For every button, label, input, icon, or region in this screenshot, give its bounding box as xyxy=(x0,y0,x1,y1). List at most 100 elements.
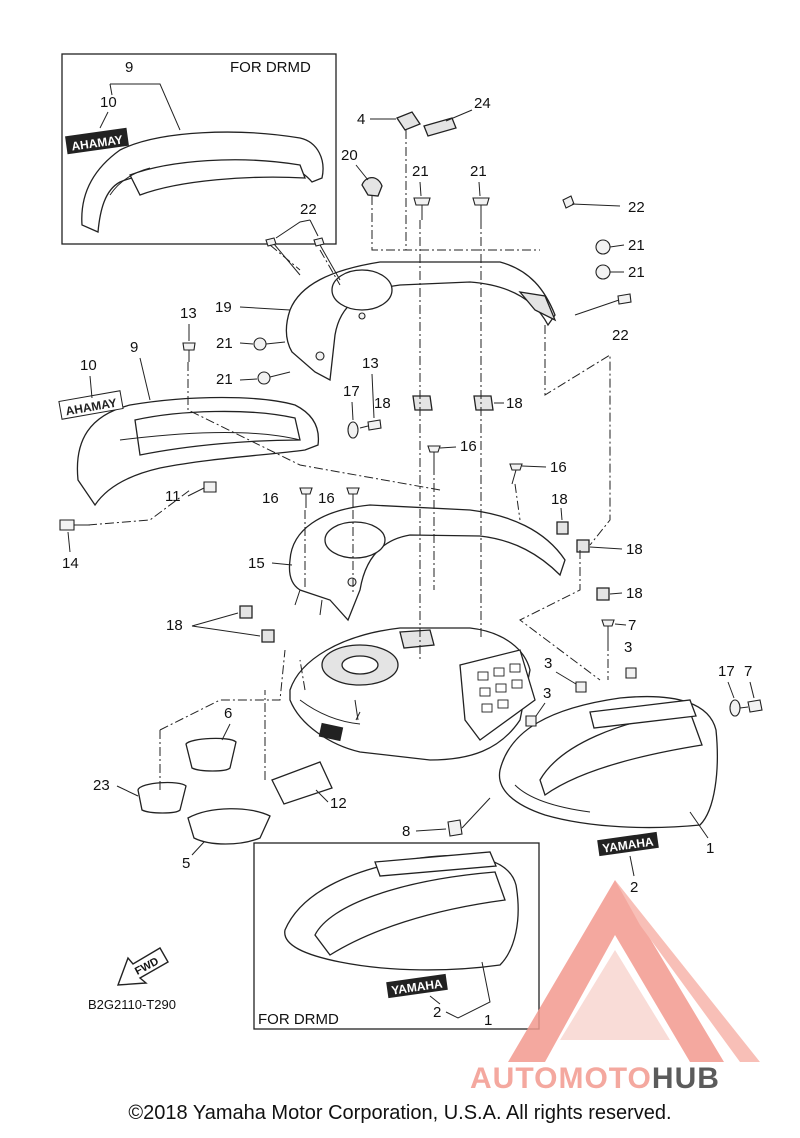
callout-11: 11 xyxy=(165,488,181,505)
callout-16-d: 16 xyxy=(318,490,335,507)
part-cover-9: AHAMAY 9 10 xyxy=(58,339,320,507)
bolt-21-b: 21 xyxy=(470,163,490,220)
callout-12: 12 xyxy=(330,795,347,812)
part-clip-20: 20 xyxy=(341,147,383,197)
callout-18-e: 18 xyxy=(626,585,643,602)
washer-17-b: 17 xyxy=(718,663,741,717)
screw-16-d: 16 xyxy=(318,487,360,508)
callout-1-bottom: 1 xyxy=(484,1012,492,1029)
callout-3-b: 3 xyxy=(624,639,632,656)
callout-2-bottom: 2 xyxy=(433,1004,441,1021)
clip-18-b: 18 xyxy=(473,395,523,412)
part-cap-4: 4 xyxy=(357,111,421,131)
callout-9: 9 xyxy=(130,339,138,356)
screw-7-b: 7 xyxy=(739,663,763,713)
callout-18-b: 18 xyxy=(506,395,523,412)
screw-22-c: 22 xyxy=(574,293,632,344)
callout-7-a: 7 xyxy=(628,617,636,634)
fwd-arrow-icon: FWD xyxy=(116,947,169,986)
screw-16-a: 16 xyxy=(427,438,477,466)
callout-21-e: 21 xyxy=(216,335,233,352)
pad-5: 5 xyxy=(182,808,271,872)
callout-21-a: 21 xyxy=(412,163,429,180)
inset-title-bottom: FOR DRMD xyxy=(258,1011,339,1028)
callout-17-a: 17 xyxy=(343,383,360,400)
callout-7-b: 7 xyxy=(744,663,752,680)
callout-15: 15 xyxy=(248,555,265,572)
diagram-code: B2G2110-T290 xyxy=(88,997,176,1012)
callout-3-a: 3 xyxy=(544,655,552,672)
clip-18-a: 18 xyxy=(374,395,433,412)
callout-17-b: 17 xyxy=(718,663,735,680)
screw-22-b: 22 xyxy=(562,195,645,216)
callout-5: 5 xyxy=(182,855,190,872)
callout-22-b: 22 xyxy=(628,199,645,216)
part-cover-19: 19 xyxy=(215,261,557,382)
callout-2: 2 xyxy=(630,879,638,896)
callout-9-top: 9 xyxy=(125,59,133,76)
callout-3-c: 3 xyxy=(543,685,551,702)
part-cover-15: 15 xyxy=(248,504,566,622)
callout-21-b: 21 xyxy=(470,163,487,180)
callout-19: 19 xyxy=(215,299,232,316)
part-cover-1: 1 xyxy=(498,695,718,857)
bolt-13-a: 13 xyxy=(180,305,197,362)
callout-18-f: 18 xyxy=(166,617,183,634)
washer-17-a: 17 xyxy=(343,383,360,439)
callout-21-d: 21 xyxy=(628,264,645,281)
callout-16-a: 16 xyxy=(460,438,477,455)
clip-18-f: 18 xyxy=(166,605,275,643)
copyright-notice: ©2018 Yamaha Motor Corporation, U.S.A. A… xyxy=(128,1102,672,1124)
callout-21-c: 21 xyxy=(628,237,645,254)
part-pad-24: 24 xyxy=(423,95,491,137)
pad-12: 12 xyxy=(271,761,347,812)
decal-brand-right: YAMAHA 2 xyxy=(597,831,659,896)
inset-box-bottom: FOR DRMD YAMAHA 2 1 xyxy=(253,842,540,1030)
callout-14: 14 xyxy=(62,555,79,572)
watermark-text: AUTOMOTOHUB xyxy=(470,1062,720,1095)
alignment-lines xyxy=(87,130,611,790)
callout-1: 1 xyxy=(706,840,714,857)
callout-4: 4 xyxy=(357,111,365,128)
inset-title-top: FOR DRMD xyxy=(230,59,311,76)
clip-18-d: 18 xyxy=(576,539,643,558)
watermark-logo: AUTOMOTOHUB xyxy=(470,880,760,1095)
callout-8: 8 xyxy=(402,823,410,840)
callout-6: 6 xyxy=(224,705,232,722)
svg-text:YAMAHA: YAMAHA xyxy=(601,834,654,855)
callout-18-d: 18 xyxy=(626,541,643,558)
callout-10-top: 10 xyxy=(100,94,117,111)
clip-3-c: 3 xyxy=(525,685,551,727)
screw-8: 8 xyxy=(402,797,491,840)
clip-3-a: 3 xyxy=(544,655,587,693)
screw-16-c: 16 xyxy=(262,487,313,508)
callout-10: 10 xyxy=(80,357,97,374)
screw-7-a: 7 xyxy=(601,617,636,642)
pad-23: 23 xyxy=(93,777,187,814)
clip-18-e: 18 xyxy=(596,585,643,602)
clip-3-b: 3 xyxy=(624,639,637,679)
callout-16-b: 16 xyxy=(550,459,567,476)
callout-22-c: 22 xyxy=(612,327,629,344)
pad-6: 6 xyxy=(185,705,237,772)
callout-13-a: 13 xyxy=(180,305,197,322)
callout-24: 24 xyxy=(474,95,491,112)
part-fuel-tank xyxy=(289,627,536,761)
bolt-21-f: 21 xyxy=(216,371,291,388)
decal-brand-bottom-inset: YAMAHA xyxy=(386,973,448,999)
screw-14: 14 xyxy=(59,519,90,572)
inset-box-top: FOR DRMD AHAMAY 9 10 xyxy=(61,53,337,245)
callout-18-a: 18 xyxy=(374,395,391,412)
screw-16-b: 16 xyxy=(509,459,567,485)
callout-23: 23 xyxy=(93,777,110,794)
callout-20: 20 xyxy=(341,147,358,164)
bolt-13-b: 13 xyxy=(359,355,382,431)
callout-13-b: 13 xyxy=(362,355,379,372)
screw-22-a: 22 xyxy=(265,201,341,281)
svg-text:YAMAHA: YAMAHA xyxy=(390,976,443,997)
bolt-21-c: 21 xyxy=(595,237,645,255)
callout-21-f: 21 xyxy=(216,371,233,388)
callout-16-c: 16 xyxy=(262,490,279,507)
callout-22-a: 22 xyxy=(300,201,317,218)
